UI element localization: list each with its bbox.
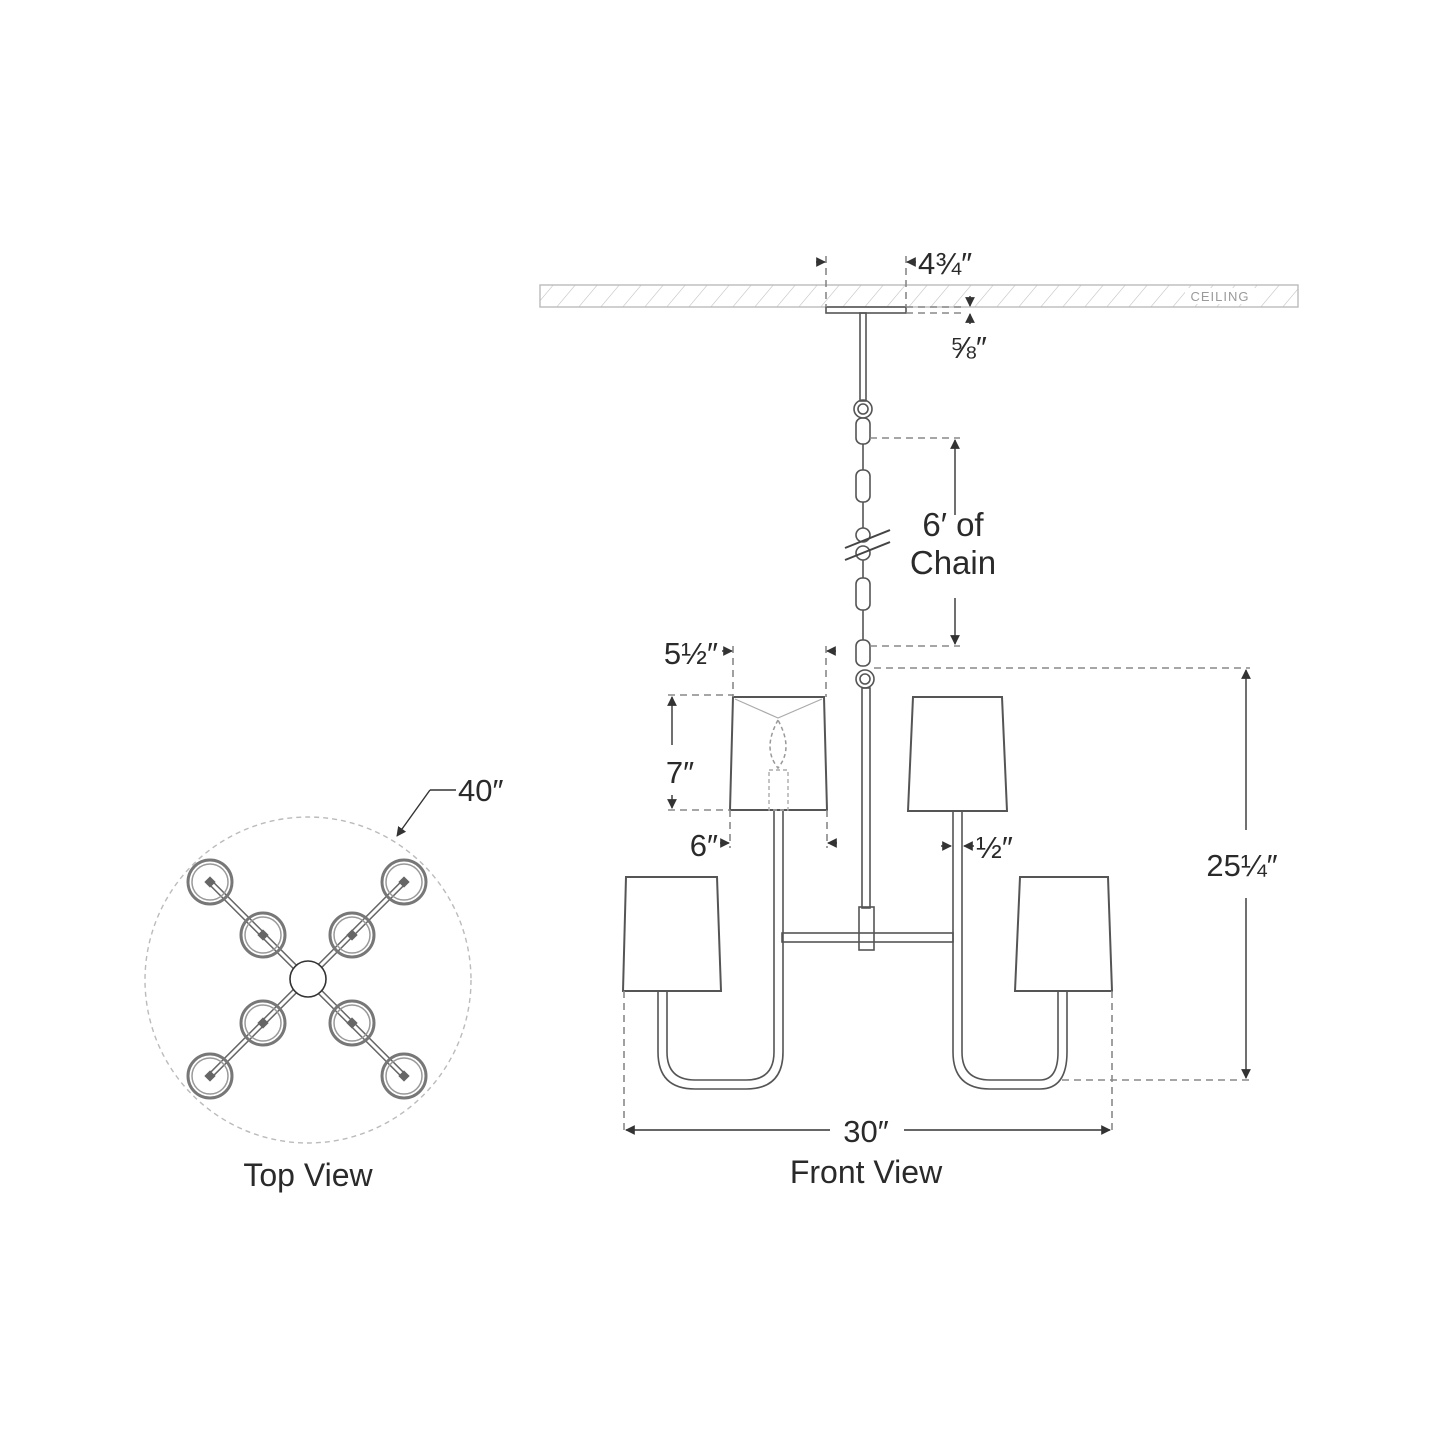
shade-upper-right (906, 696, 1009, 812)
chain-label-line1: 6′ of (922, 506, 984, 543)
overall-width-dimension: 30″ (623, 991, 1113, 1149)
shade-top-dimension: 5½″ (664, 636, 836, 697)
shade-bottom-label: 6″ (690, 828, 718, 863)
top-view-shade-ring (239, 999, 287, 1047)
front-view-caption: Front View (790, 1154, 943, 1190)
top-view-shade-ring (239, 911, 287, 959)
chain (844, 399, 891, 689)
top-view-shade-ring (328, 911, 376, 959)
top-view-shade-ring (186, 858, 234, 906)
ceiling-label: CEILING (1190, 289, 1249, 304)
top-view-shade-ring (380, 1052, 428, 1100)
canopy-height-label: ⅝″ (950, 330, 987, 365)
overall-width-label: 30″ (843, 1114, 888, 1149)
top-view-caption: Top View (243, 1157, 373, 1193)
top-diameter-label: 40″ (458, 773, 503, 808)
overall-height-dimension: 25¼″ (874, 667, 1278, 1081)
top-view-shade-ring (380, 858, 428, 906)
canopy (825, 306, 907, 402)
canopy-width-dimension: 4¾″ (816, 246, 972, 307)
top-view-shades (186, 858, 428, 1100)
top-view-shade-ring (328, 999, 376, 1047)
arm-width-label: ½″ (976, 830, 1013, 865)
arm-width-dimension: ½″ (941, 830, 1013, 865)
shade-height-dimension: 7″ (666, 694, 733, 811)
chandelier-body (657, 687, 1068, 1090)
overall-height-label: 25¼″ (1206, 848, 1277, 883)
canopy-height-dimension: ⅝″ (906, 296, 987, 365)
canopy-width-label: 4¾″ (918, 246, 972, 281)
ceiling: CEILING (539, 284, 1299, 308)
chain-label-line2: Chain (910, 544, 996, 581)
top-view: 40″ (144, 773, 503, 1144)
shade-bottom-dimension: 6″ (690, 810, 837, 863)
shade-lower-right (1013, 876, 1114, 992)
chain-length-dimension: 6′ of Chain (870, 437, 996, 647)
shade-lower-left (621, 876, 723, 992)
shade-height-label: 7″ (666, 755, 694, 790)
shade-top-label: 5½″ (664, 636, 718, 671)
shade-upper-left (728, 696, 829, 811)
top-view-shade-ring (186, 1052, 234, 1100)
